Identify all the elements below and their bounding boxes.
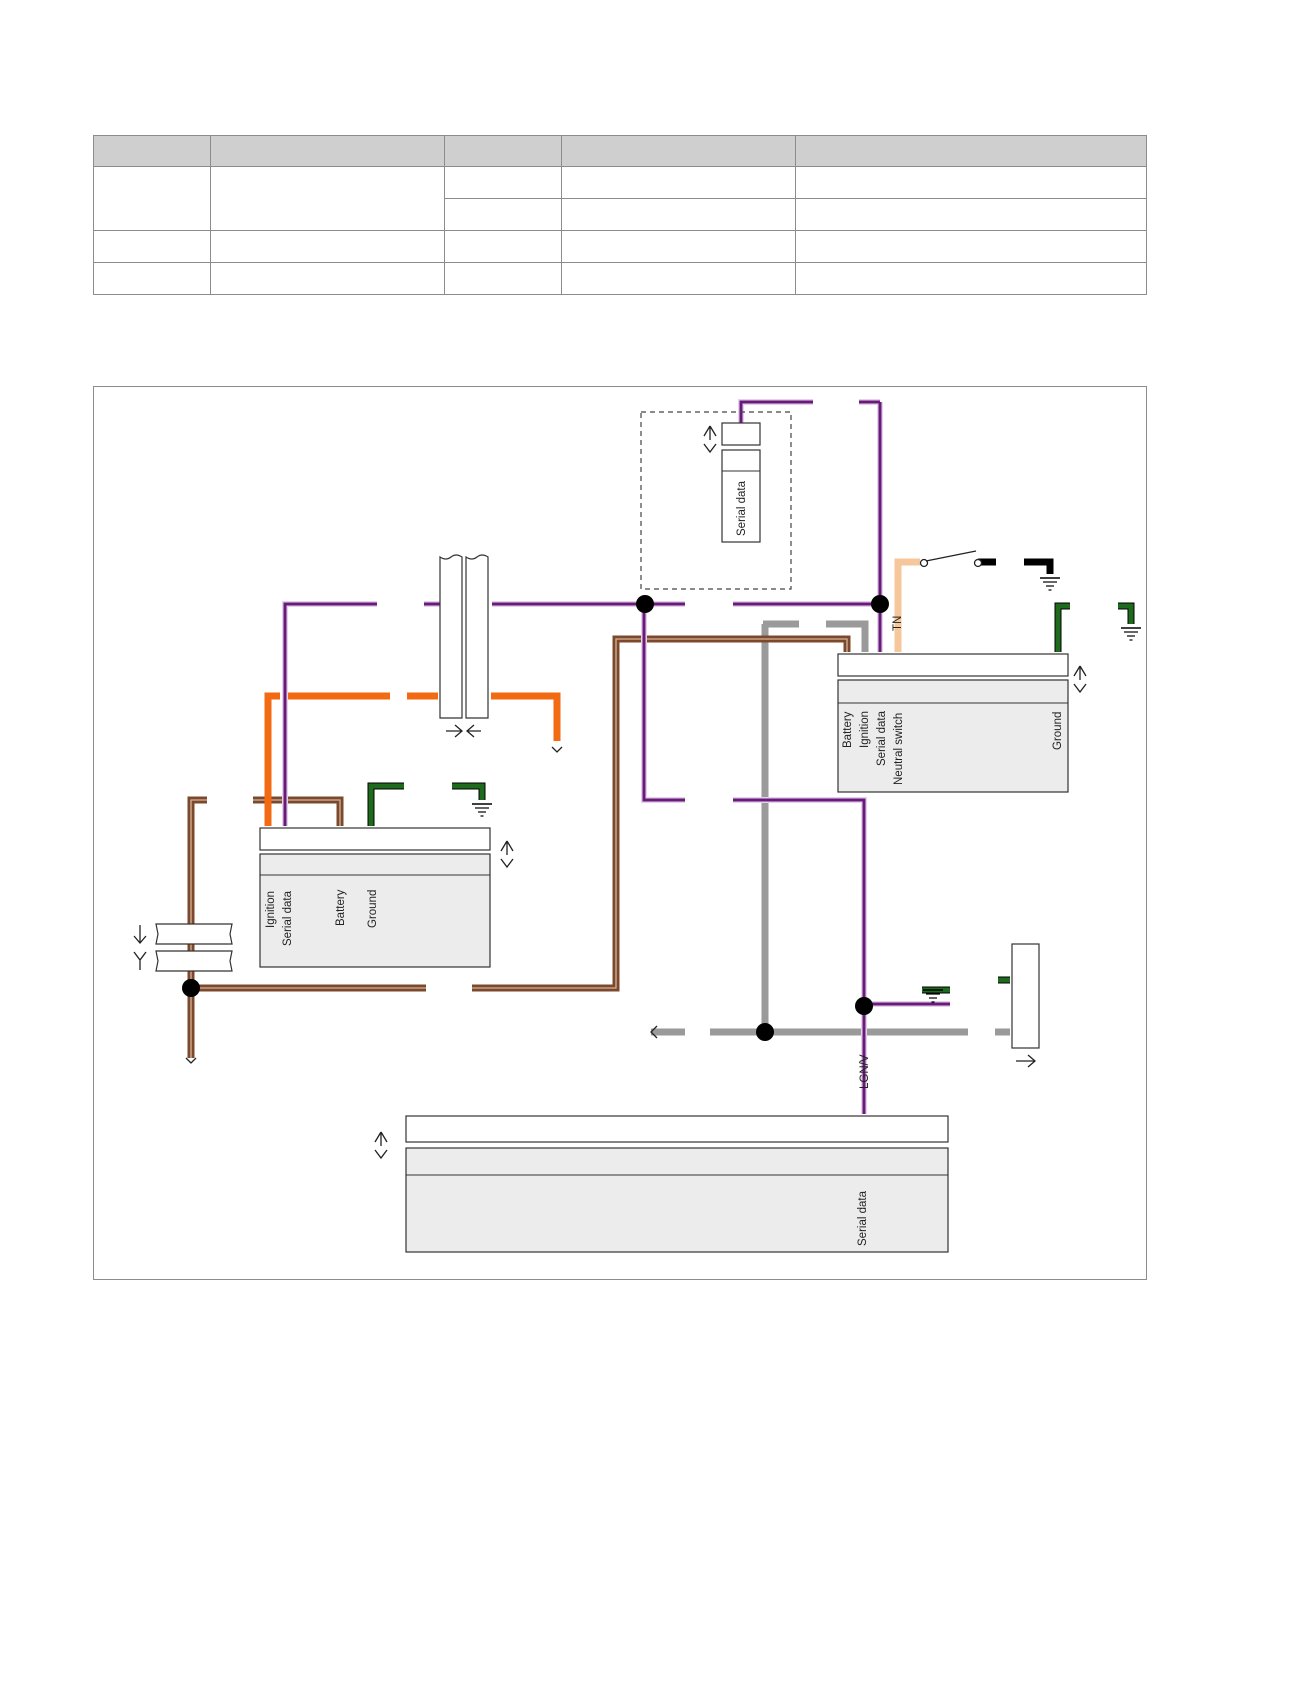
splice-node bbox=[871, 595, 889, 613]
left-module-pin-serial-data: Serial data bbox=[282, 890, 294, 946]
left-module-body bbox=[259, 853, 491, 968]
table-cell bbox=[444, 166, 562, 199]
splice-node bbox=[855, 997, 873, 1015]
connector-arrow-icon bbox=[1073, 665, 1087, 693]
table-row bbox=[93, 230, 1147, 263]
bottom-module-body bbox=[405, 1147, 949, 1253]
ground-icon bbox=[1120, 627, 1142, 641]
table-cell bbox=[795, 166, 1147, 199]
right-module-pin-serial-data: Serial data bbox=[876, 710, 888, 766]
right-module-pin-neutral-switch: Neutral switch bbox=[893, 713, 905, 785]
table-header-cell bbox=[444, 135, 562, 167]
table-cell bbox=[561, 198, 796, 231]
gray-wires bbox=[651, 620, 1010, 1036]
connector-arrow-icon bbox=[1016, 1054, 1036, 1068]
table-cell bbox=[795, 230, 1147, 263]
left-module-pin-battery: Battery bbox=[335, 889, 347, 926]
table-cell bbox=[93, 230, 211, 263]
bottom-module-connector bbox=[405, 1115, 949, 1143]
right-module-connector bbox=[837, 653, 1069, 677]
switch-ground-stubs bbox=[978, 558, 1054, 574]
right-module: Battery Ignition Serial data Neutral swi… bbox=[837, 653, 1087, 793]
tan-wire bbox=[894, 558, 920, 652]
table-cell bbox=[561, 262, 796, 295]
info-table bbox=[93, 135, 1147, 295]
table-cell bbox=[795, 262, 1147, 295]
table-header-cell bbox=[795, 135, 1147, 167]
green-ground-wires bbox=[367, 602, 1135, 994]
bottom-module: Serial data bbox=[374, 1115, 949, 1253]
splice-node bbox=[636, 595, 654, 613]
table-row bbox=[93, 166, 1147, 231]
right-module-pin-ignition: Ignition bbox=[859, 711, 871, 748]
right-module-pin-ground: Ground bbox=[1052, 712, 1064, 750]
connector-arrow-icon bbox=[446, 724, 481, 738]
diagram-frame bbox=[93, 386, 1147, 1280]
right-module-body bbox=[837, 679, 1069, 793]
left-module-pin-ground: Ground bbox=[367, 890, 379, 928]
table-cell bbox=[93, 262, 211, 295]
brown-wires bbox=[187, 635, 851, 1058]
left-inline-connector bbox=[133, 923, 233, 972]
table-cell bbox=[210, 262, 445, 295]
left-module-connector bbox=[259, 827, 491, 851]
wire-label-tn: TN bbox=[892, 616, 904, 631]
table-cell bbox=[444, 198, 562, 231]
splice-block bbox=[439, 554, 489, 738]
table-header-cell bbox=[93, 135, 211, 167]
table-row bbox=[94, 198, 1147, 231]
ground-icon bbox=[1039, 577, 1061, 591]
left-module-pin-ignition: Ignition bbox=[265, 891, 277, 928]
top-module-connector bbox=[721, 422, 761, 446]
connector-arrow-icon bbox=[133, 925, 147, 970]
table-cell bbox=[561, 230, 796, 263]
table-cell bbox=[444, 262, 562, 295]
orange-wires bbox=[264, 692, 561, 826]
connector-arrow-icon bbox=[500, 840, 514, 868]
small-right-component bbox=[1011, 943, 1040, 1068]
table-cell bbox=[210, 230, 445, 263]
table-header-cell bbox=[561, 135, 796, 167]
top-module: Serial data bbox=[640, 411, 792, 590]
table-row bbox=[93, 262, 1147, 295]
ground-icon bbox=[471, 803, 493, 817]
splice-nodes bbox=[182, 595, 889, 1041]
wire-label-lgnv: LGN/V bbox=[859, 1054, 871, 1089]
table-cell bbox=[93, 166, 211, 231]
right-module-pin-battery: Battery bbox=[842, 711, 854, 748]
bottom-module-pin-serial-data: Serial data bbox=[857, 1190, 869, 1246]
splice-node bbox=[182, 979, 200, 997]
table-cell bbox=[444, 230, 562, 263]
neutral-switch bbox=[919, 550, 1061, 591]
splice-node bbox=[756, 1023, 774, 1041]
table-cell bbox=[210, 166, 445, 231]
left-module: Ignition Serial data Battery Ground bbox=[259, 827, 514, 968]
top-module-body bbox=[721, 449, 761, 543]
table-cell bbox=[561, 166, 796, 199]
connector-arrow-icon bbox=[374, 1131, 388, 1159]
wire-end-marks bbox=[185, 746, 658, 1064]
top-module-pin-label: Serial data bbox=[736, 480, 748, 536]
connector-arrow-icon bbox=[703, 425, 717, 453]
